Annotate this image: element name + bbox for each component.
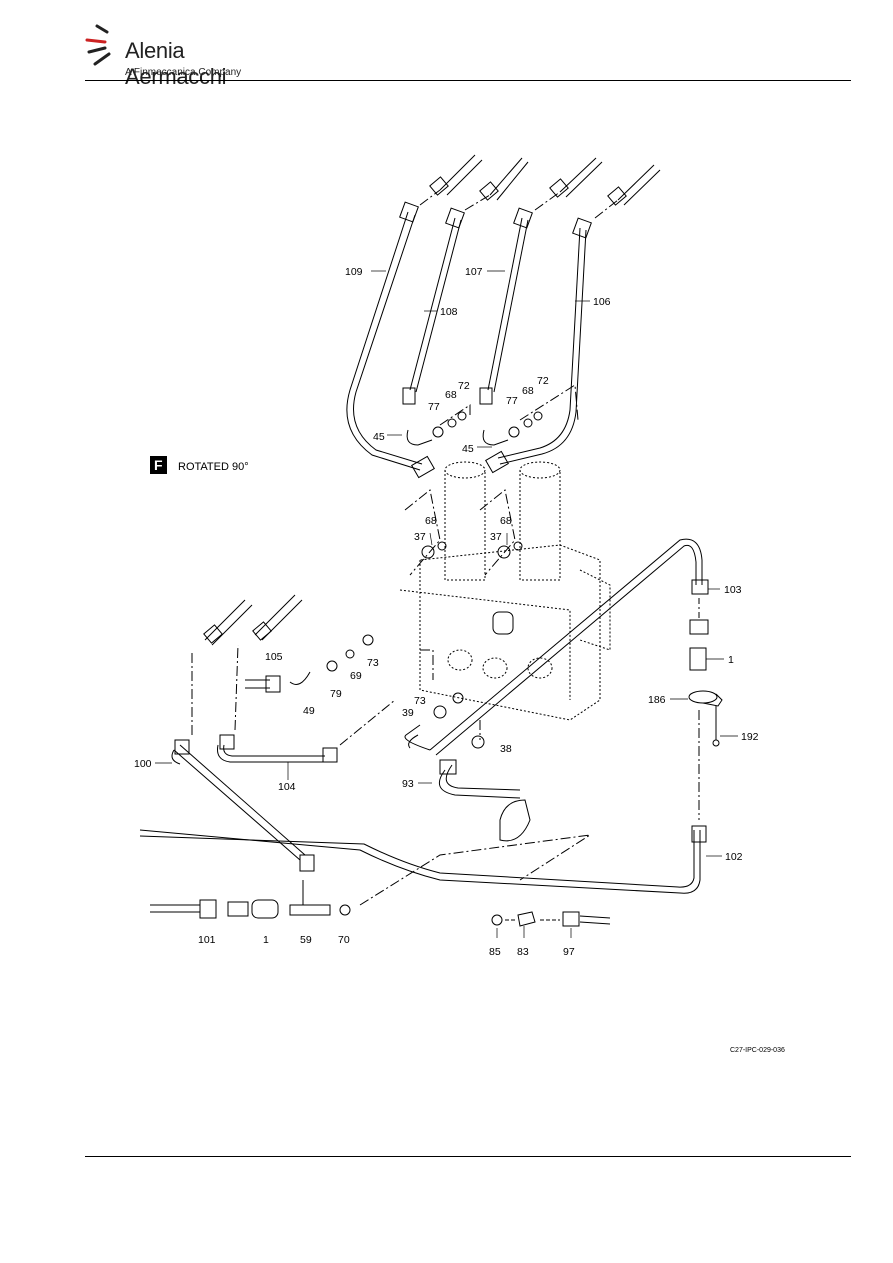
callout-83: 83 [517,946,529,958]
callout-68: 68 [425,515,437,527]
callout-105: 105 [265,651,283,663]
callout-97: 97 [563,946,575,958]
brand-tagline: A Finmeccanica Company [125,67,242,78]
callout-69: 69 [350,670,362,682]
callout-73: 73 [367,657,379,669]
callout-68: 68 [522,385,534,397]
callout-79: 79 [330,688,342,700]
callout-1: 1 [728,654,734,666]
callout-70: 70 [338,934,350,946]
callout-106: 106 [593,296,611,308]
figure-code: C27-IPC-029-036 [730,1047,785,1054]
callout-37: 37 [490,531,502,543]
callout-45: 45 [373,431,385,443]
company-logo: Alenia Aermacchi A Finmeccanica Company [85,22,285,89]
callout-72: 72 [458,380,470,392]
callout-68: 68 [445,389,457,401]
callout-37: 37 [414,531,426,543]
view-letter: F [154,457,163,473]
callout-100: 100 [134,758,152,770]
callout-93: 93 [402,778,414,790]
logo-swoosh-icon [85,24,111,66]
view-note: ROTATED 90° [178,461,249,473]
callout-73: 73 [414,695,426,707]
callout-45: 45 [462,443,474,455]
brand-name: Alenia Aermacchi [125,38,227,89]
callout-108: 108 [440,306,458,318]
callout-77: 77 [506,395,518,407]
callout-39: 39 [402,707,414,719]
callout-102: 102 [725,851,743,863]
callout-109: 109 [345,266,363,278]
callout-192: 192 [741,731,759,743]
callout-77: 77 [428,401,440,413]
callout-186: 186 [648,694,666,706]
callout-49: 49 [303,705,315,717]
callout-68: 68 [500,515,512,527]
footer-rule [85,1156,851,1157]
callout-38: 38 [500,743,512,755]
callout-72: 72 [537,375,549,387]
view-letter-box [150,456,167,474]
callout-104: 104 [278,781,296,793]
callout-59: 59 [300,934,312,946]
callout-1: 1 [263,934,269,946]
callout-85: 85 [489,946,501,958]
callout-103: 103 [724,584,742,596]
callout-107: 107 [465,266,483,278]
callout-101: 101 [198,934,216,946]
header-rule [85,80,851,81]
